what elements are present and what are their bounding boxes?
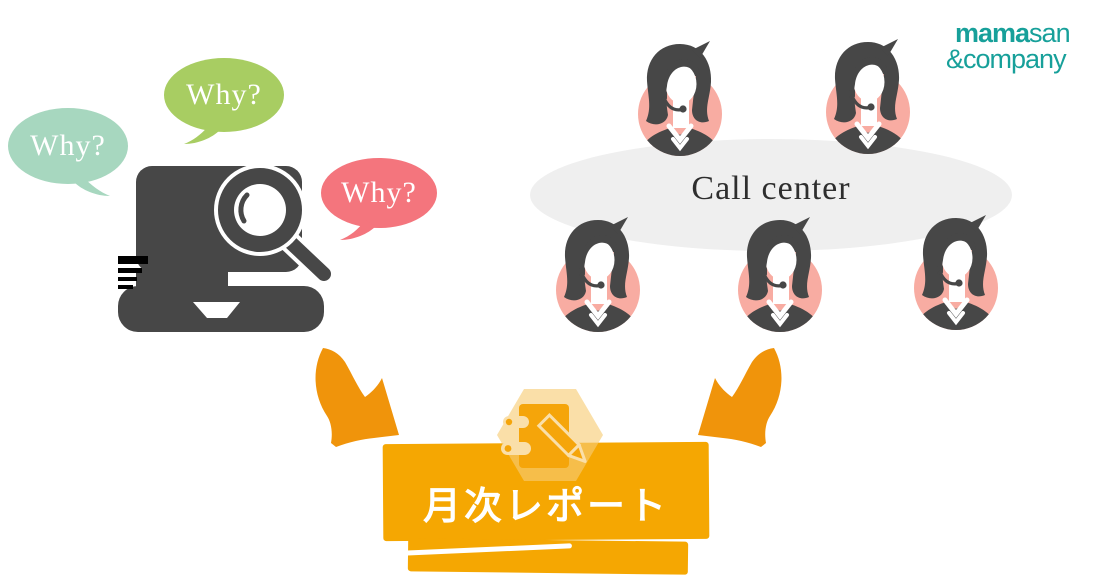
laptop-base-notch: [193, 302, 240, 318]
logo-line2: &company: [946, 44, 1067, 74]
pencil-icon: [536, 413, 587, 463]
operator-avatar: [906, 212, 1006, 336]
magnifier-handle: [281, 233, 331, 281]
bubble-text: Why?: [30, 129, 106, 162]
company-logo: mamasan &company: [946, 18, 1096, 74]
laptop-shape: [118, 164, 335, 332]
logo-text-rest: san: [1029, 18, 1071, 48]
call-center-ellipse: [530, 139, 1012, 251]
curved-arrow-right: [698, 348, 782, 447]
curved-arrow-left: [315, 348, 399, 447]
operator-avatar: [630, 38, 730, 162]
report-banner-label: 月次レポート: [422, 484, 669, 528]
bubble-text: Why?: [341, 176, 417, 209]
call-center-label: Call center: [691, 170, 851, 207]
operator-avatar: [548, 214, 648, 338]
laptop-hinge: [136, 268, 228, 288]
bubble-text: Why?: [186, 78, 262, 111]
notepad-pencil-icon: [497, 389, 603, 481]
lens-highlight: [238, 192, 250, 224]
notepad: [519, 404, 569, 468]
logo-text-bold: mama: [955, 18, 1030, 48]
laptop-magnifier-icon: [118, 164, 335, 332]
logo-line1: mamasan: [955, 18, 1071, 48]
accent-stripes: [118, 256, 148, 289]
operator-avatar: [730, 214, 830, 338]
operator-avatar: [818, 36, 918, 160]
